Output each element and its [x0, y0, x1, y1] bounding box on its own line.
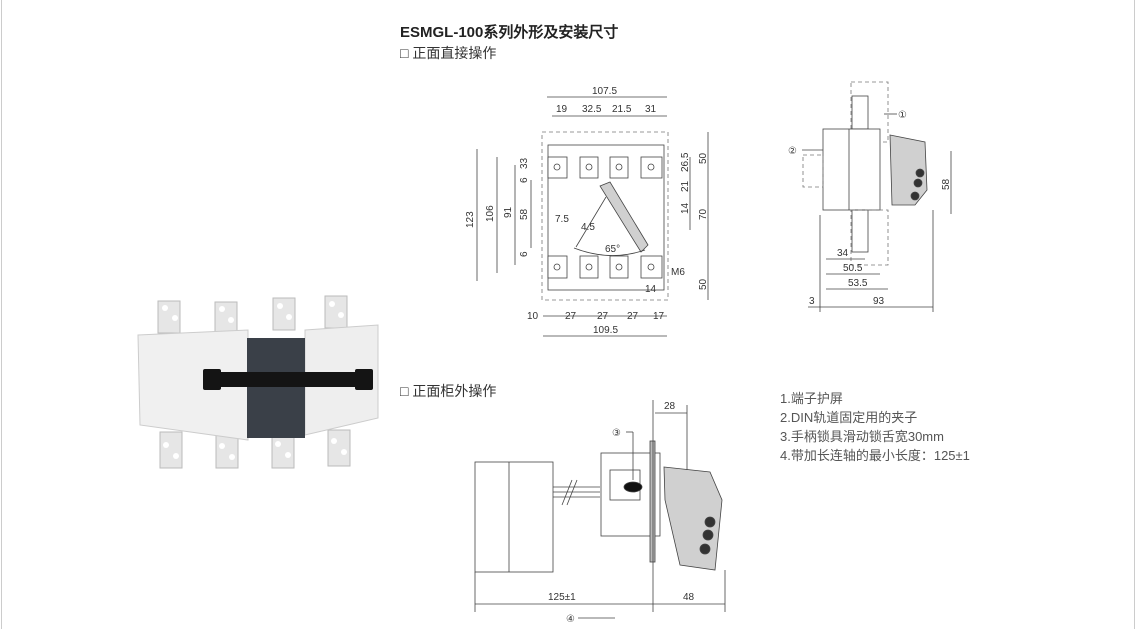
dim-label: 70: [698, 208, 709, 220]
callout-4: ④: [566, 614, 575, 625]
dim-label: 107.5: [592, 86, 617, 97]
dim-label: 109.5: [593, 325, 618, 336]
dim-label: 3: [809, 296, 815, 307]
dim-label: 6: [519, 251, 530, 257]
note-item: 4.带加长连轴的最小长度：125±1: [780, 448, 970, 463]
dim-label: 21: [680, 180, 691, 192]
callout-2: ②: [788, 146, 797, 157]
dim-label: 28: [664, 401, 676, 412]
dim-label: 27: [627, 311, 639, 322]
dim-label: 7.5: [555, 214, 569, 225]
section-front-direct: □ 正面直接操作: [400, 45, 497, 61]
dim-label: 58: [519, 208, 530, 220]
dim-label: 106: [485, 205, 496, 222]
handle-shape: [599, 181, 649, 253]
note-item: 3.手柄锁具滑动锁舌宽30mm: [780, 429, 944, 444]
dim-label: 27: [565, 311, 577, 322]
page-title: ESMGL-100系列外形及安装尺寸: [400, 24, 619, 41]
dim-label: 65°: [605, 244, 620, 255]
dim-label: M6: [671, 267, 685, 278]
section-front-cabinet: □ 正面柜外操作: [400, 383, 497, 399]
note-item: 2.DIN轨道固定用的夹子: [780, 410, 918, 425]
callout-1: ①: [898, 110, 907, 121]
dim-label: 4.5: [581, 222, 595, 233]
notes-list: 1.端子护屏 2.DIN轨道固定用的夹子 3.手柄锁具滑动锁舌宽30mm 4.带…: [780, 389, 970, 465]
control-panel: [247, 338, 305, 438]
dim-label: 50: [698, 152, 709, 164]
dim-label: 125±1: [548, 592, 576, 603]
front-view-drawing: [476, 96, 709, 337]
dim-label: 6: [519, 177, 530, 183]
product-photo: [137, 295, 379, 469]
note-item: 1.端子护屏: [780, 391, 843, 406]
cabinet-view-drawing: [474, 400, 726, 619]
dim-label: 21.5: [612, 104, 632, 115]
dim-label: 33: [519, 157, 530, 169]
dim-label: 123: [465, 211, 476, 228]
handle-bar: [203, 372, 373, 387]
dim-label: 53.5: [848, 278, 868, 289]
dim-label: 31: [645, 104, 657, 115]
side-view-drawing: [802, 81, 952, 312]
cabinet-view-labels: ③ ④ 28 125±1 48: [548, 401, 695, 625]
dim-label: 14: [645, 284, 657, 295]
dim-label: 58: [941, 178, 952, 190]
dim-label: 93: [873, 296, 885, 307]
dim-label: 50: [698, 278, 709, 290]
dim-label: 91: [503, 206, 514, 218]
dim-label: 27: [597, 311, 609, 322]
dim-label: 48: [683, 592, 695, 603]
side-view-labels: ① ② 58 34 50.5 53.5 3 93: [788, 110, 952, 307]
dim-label: 32.5: [582, 104, 602, 115]
callout-3: ③: [612, 428, 621, 439]
dim-label: 34: [837, 248, 849, 259]
dim-label: 26.5: [680, 152, 691, 172]
dim-label: 17: [653, 311, 665, 322]
dim-label: 10: [527, 311, 539, 322]
dim-label: 50.5: [843, 263, 863, 274]
dim-label: 19: [556, 104, 568, 115]
front-view-labels: 107.5 19 32.5 21.5 31 123 106 91 58 33 6…: [465, 86, 709, 336]
dim-label: 14: [680, 202, 691, 214]
